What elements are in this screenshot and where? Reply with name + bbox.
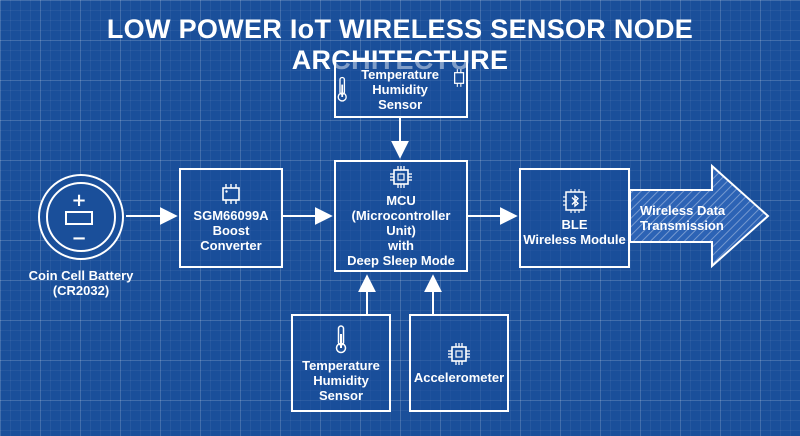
wireless-label-line2: Transmission: [640, 218, 724, 233]
boost-label-line1: SGM66099A: [193, 207, 269, 223]
battery-label-line1: Coin Cell Battery: [28, 268, 134, 283]
bluetooth-icon: [562, 189, 587, 213]
mcu-block: MCU (Microcontroller Unit) with Deep Sle…: [334, 160, 468, 272]
wireless-transmission-arrow: [629, 163, 770, 269]
chip-icon: [222, 183, 240, 204]
battery-plus-sign: +: [71, 190, 86, 211]
battery-minus-sign: −: [71, 228, 86, 249]
mcu-label-line3: with: [388, 237, 414, 253]
wireless-transmission-label: Wireless Data Transmission: [640, 203, 730, 233]
boost-label-line2: Boost Converter: [200, 222, 262, 253]
coin-cell-battery: + −: [38, 174, 124, 260]
processor-icon: [448, 342, 470, 365]
chip-icon: [453, 69, 464, 87]
thermometer-icon: [337, 76, 347, 102]
accelerometer-label: Accelerometer: [413, 369, 505, 385]
bottom-sensor-label-line3: Sensor: [318, 387, 364, 403]
bottom-sensor-label-line2: Humidity: [313, 372, 369, 388]
accelerometer-block: Accelerometer: [409, 314, 509, 412]
boost-converter-block: SGM66099A Boost Converter: [179, 168, 283, 268]
top-temperature-humidity-sensor-block: Temperature Humidity Sensor: [334, 60, 468, 118]
ble-label-line2: Wireless Module: [523, 232, 626, 247]
ble-wireless-module-block: BLE Wireless Module: [519, 168, 630, 268]
battery-label-line2: (CR2032): [52, 283, 110, 298]
mcu-label-line4: Deep Sleep Mode: [347, 252, 455, 268]
bottom-sensor-label-line1: Temperature: [302, 357, 380, 373]
processor-icon: [390, 165, 412, 188]
top-sensor-label-line1: Temperature: [361, 66, 439, 82]
ble-label-line1: BLE: [561, 217, 588, 232]
mcu-label-line2: (Microcontroller Unit): [351, 207, 451, 238]
battery-label: Coin Cell Battery (CR2032): [16, 268, 146, 298]
top-sensor-label-line2: Humidity Sensor: [372, 81, 428, 112]
thermometer-icon: [335, 324, 347, 353]
wireless-label-line1: Wireless Data: [640, 203, 726, 218]
mcu-label-line1: MCU: [386, 192, 416, 208]
bottom-temperature-humidity-sensor-block: Temperature Humidity Sensor: [291, 314, 391, 412]
